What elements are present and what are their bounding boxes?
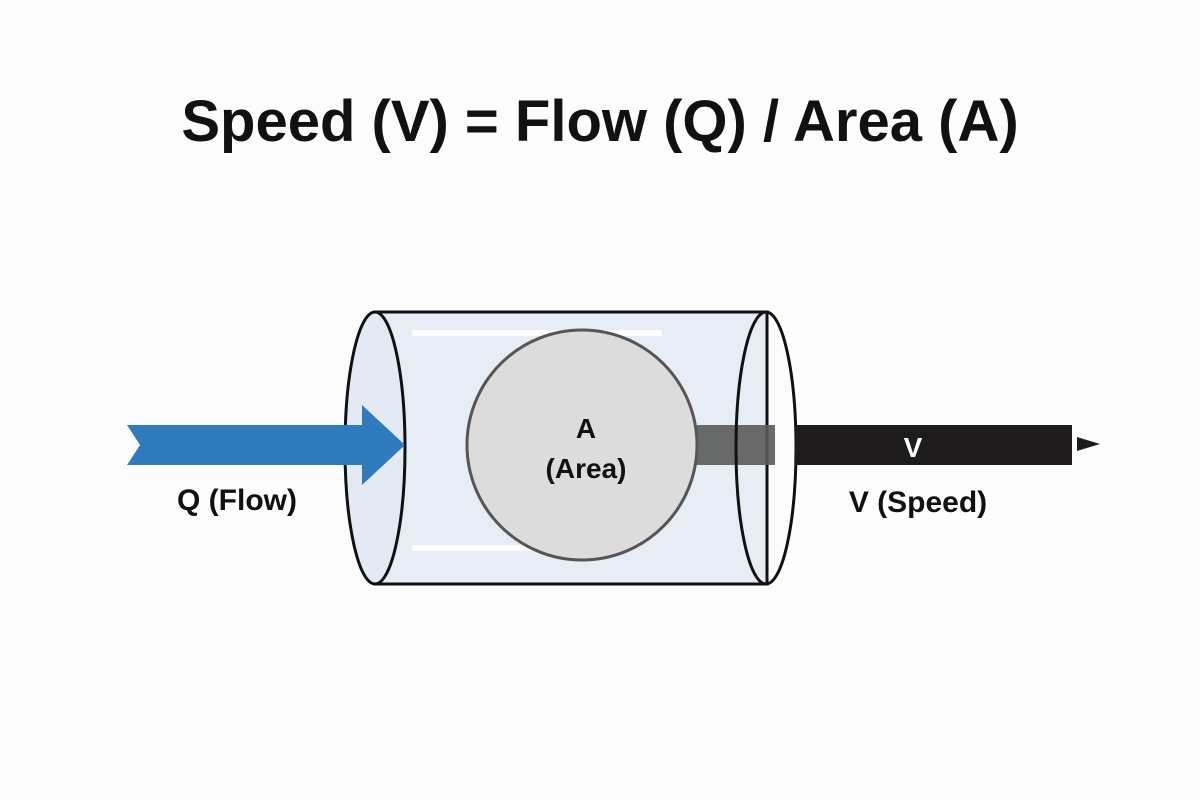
pipe-highlight-top — [412, 330, 662, 336]
pipe-highlight-bottom — [412, 545, 612, 551]
speed-arrow — [795, 425, 1072, 465]
area-symbol: A — [576, 413, 596, 444]
area-label: (Area) — [546, 453, 627, 484]
flow-arrow — [127, 405, 405, 485]
area-circle — [465, 328, 699, 562]
speed-arrow-head-icon — [1077, 437, 1100, 451]
speed-label: V (Speed) — [849, 486, 987, 519]
formula-title: Speed (V) = Flow (Q) / Area (A) — [181, 89, 1019, 154]
speed-arrow-label: V — [904, 432, 923, 463]
flow-label: Q (Flow) — [177, 484, 297, 517]
